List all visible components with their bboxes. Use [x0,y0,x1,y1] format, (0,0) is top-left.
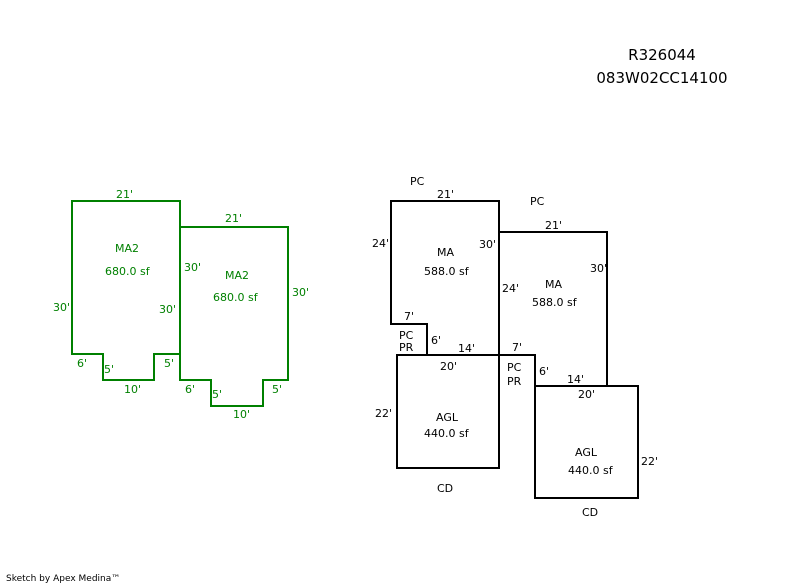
ma-2-pc-label: PC [530,195,545,208]
porch-1-line1: PC [399,329,414,342]
ma2-1-bottom-dim: 10' [124,383,141,396]
agl-2-side-dim: 22' [641,455,658,468]
ma-1-top-dim: 21' [437,188,454,201]
sketch-credit: Sketch by Apex Medina™ [6,574,121,584]
ma2-2-bottom-dim: 10' [233,408,250,421]
ma-1-notch-top-dim: 7' [404,310,414,323]
agl-1-top-dim: 20' [440,360,457,373]
ma-2-area: 588.0 sf [532,296,578,309]
parcel-number: 083W02CC14100 [596,69,728,87]
ma2-1-bl-dim: 6' [77,357,87,370]
porch-2-line2: PR [507,375,522,388]
ma-2-code: MA [545,278,562,291]
agl-2-area: 440.0 sf [568,464,614,477]
ma2-2-step1-dim: 5' [212,388,222,401]
ma-2-notch-top-dim: 7' [512,341,522,354]
agl-1-code: AGL [436,411,459,424]
ma2-1-left-dim: 30' [53,301,70,314]
ma2-1-code: MA2 [115,242,139,255]
left-sketch: 21' MA2 680.0 sf 30' 30' 6' 5' 10' 5' 21… [53,188,309,421]
agl-2-cd-label: CD [582,506,598,519]
agl-1-cd-label: CD [437,482,453,495]
ma-2-left-dim: 24' [502,282,519,295]
ma2-1-right-dim: 30' [159,303,176,316]
ma-1-right-dim: 30' [479,238,496,251]
ma2-2-area: 680.0 sf [213,291,259,304]
porch-1-line2: PR [399,341,414,354]
agl-1-area: 440.0 sf [424,427,470,440]
agl-2-top-dim: 20' [578,388,595,401]
ma2-1-area: 680.0 sf [105,265,151,278]
ma2-outline-1 [71,200,181,381]
ma-2-notch-side-dim: 6' [539,365,549,378]
ma-1-notch-side-dim: 6' [431,334,441,347]
ma2-2-bl-dim: 6' [185,383,195,396]
ma-2-bottom-dim: 14' [567,373,584,386]
right-sketch: PC 21' 24' 30' MA 588.0 sf 7' 6' 14' PC … [372,175,658,519]
ma2-outline-2 [179,226,289,407]
agl-1-side-dim: 22' [375,407,392,420]
ma2-1-step2-dim: 5' [164,357,174,370]
ma2-2-right-dim: 30' [292,286,309,299]
ma-1-area: 588.0 sf [424,265,470,278]
agl-outline-1 [396,354,500,469]
ma2-1-step1-dim: 5' [104,363,114,376]
ma-2-top-dim: 21' [545,219,562,232]
agl-outline-2 [534,385,639,499]
ma2-2-step2-dim: 5' [272,383,282,396]
ma2-2-left-dim: 30' [184,261,201,274]
ma2-2-top-dim: 21' [225,212,242,225]
ma2-1-top-dim: 21' [116,188,133,201]
account-number: R326044 [628,46,696,64]
ma2-2-code: MA2 [225,269,249,282]
ma-1-pc-label: PC [410,175,425,188]
ma-2-right-dim: 30' [590,262,607,275]
porch-2-line1: PC [507,361,522,374]
agl-2-code: AGL [575,446,598,459]
ma-1-code: MA [437,246,454,259]
ma-1-bottom-dim: 14' [458,342,475,355]
ma-1-left-dim: 24' [372,237,389,250]
